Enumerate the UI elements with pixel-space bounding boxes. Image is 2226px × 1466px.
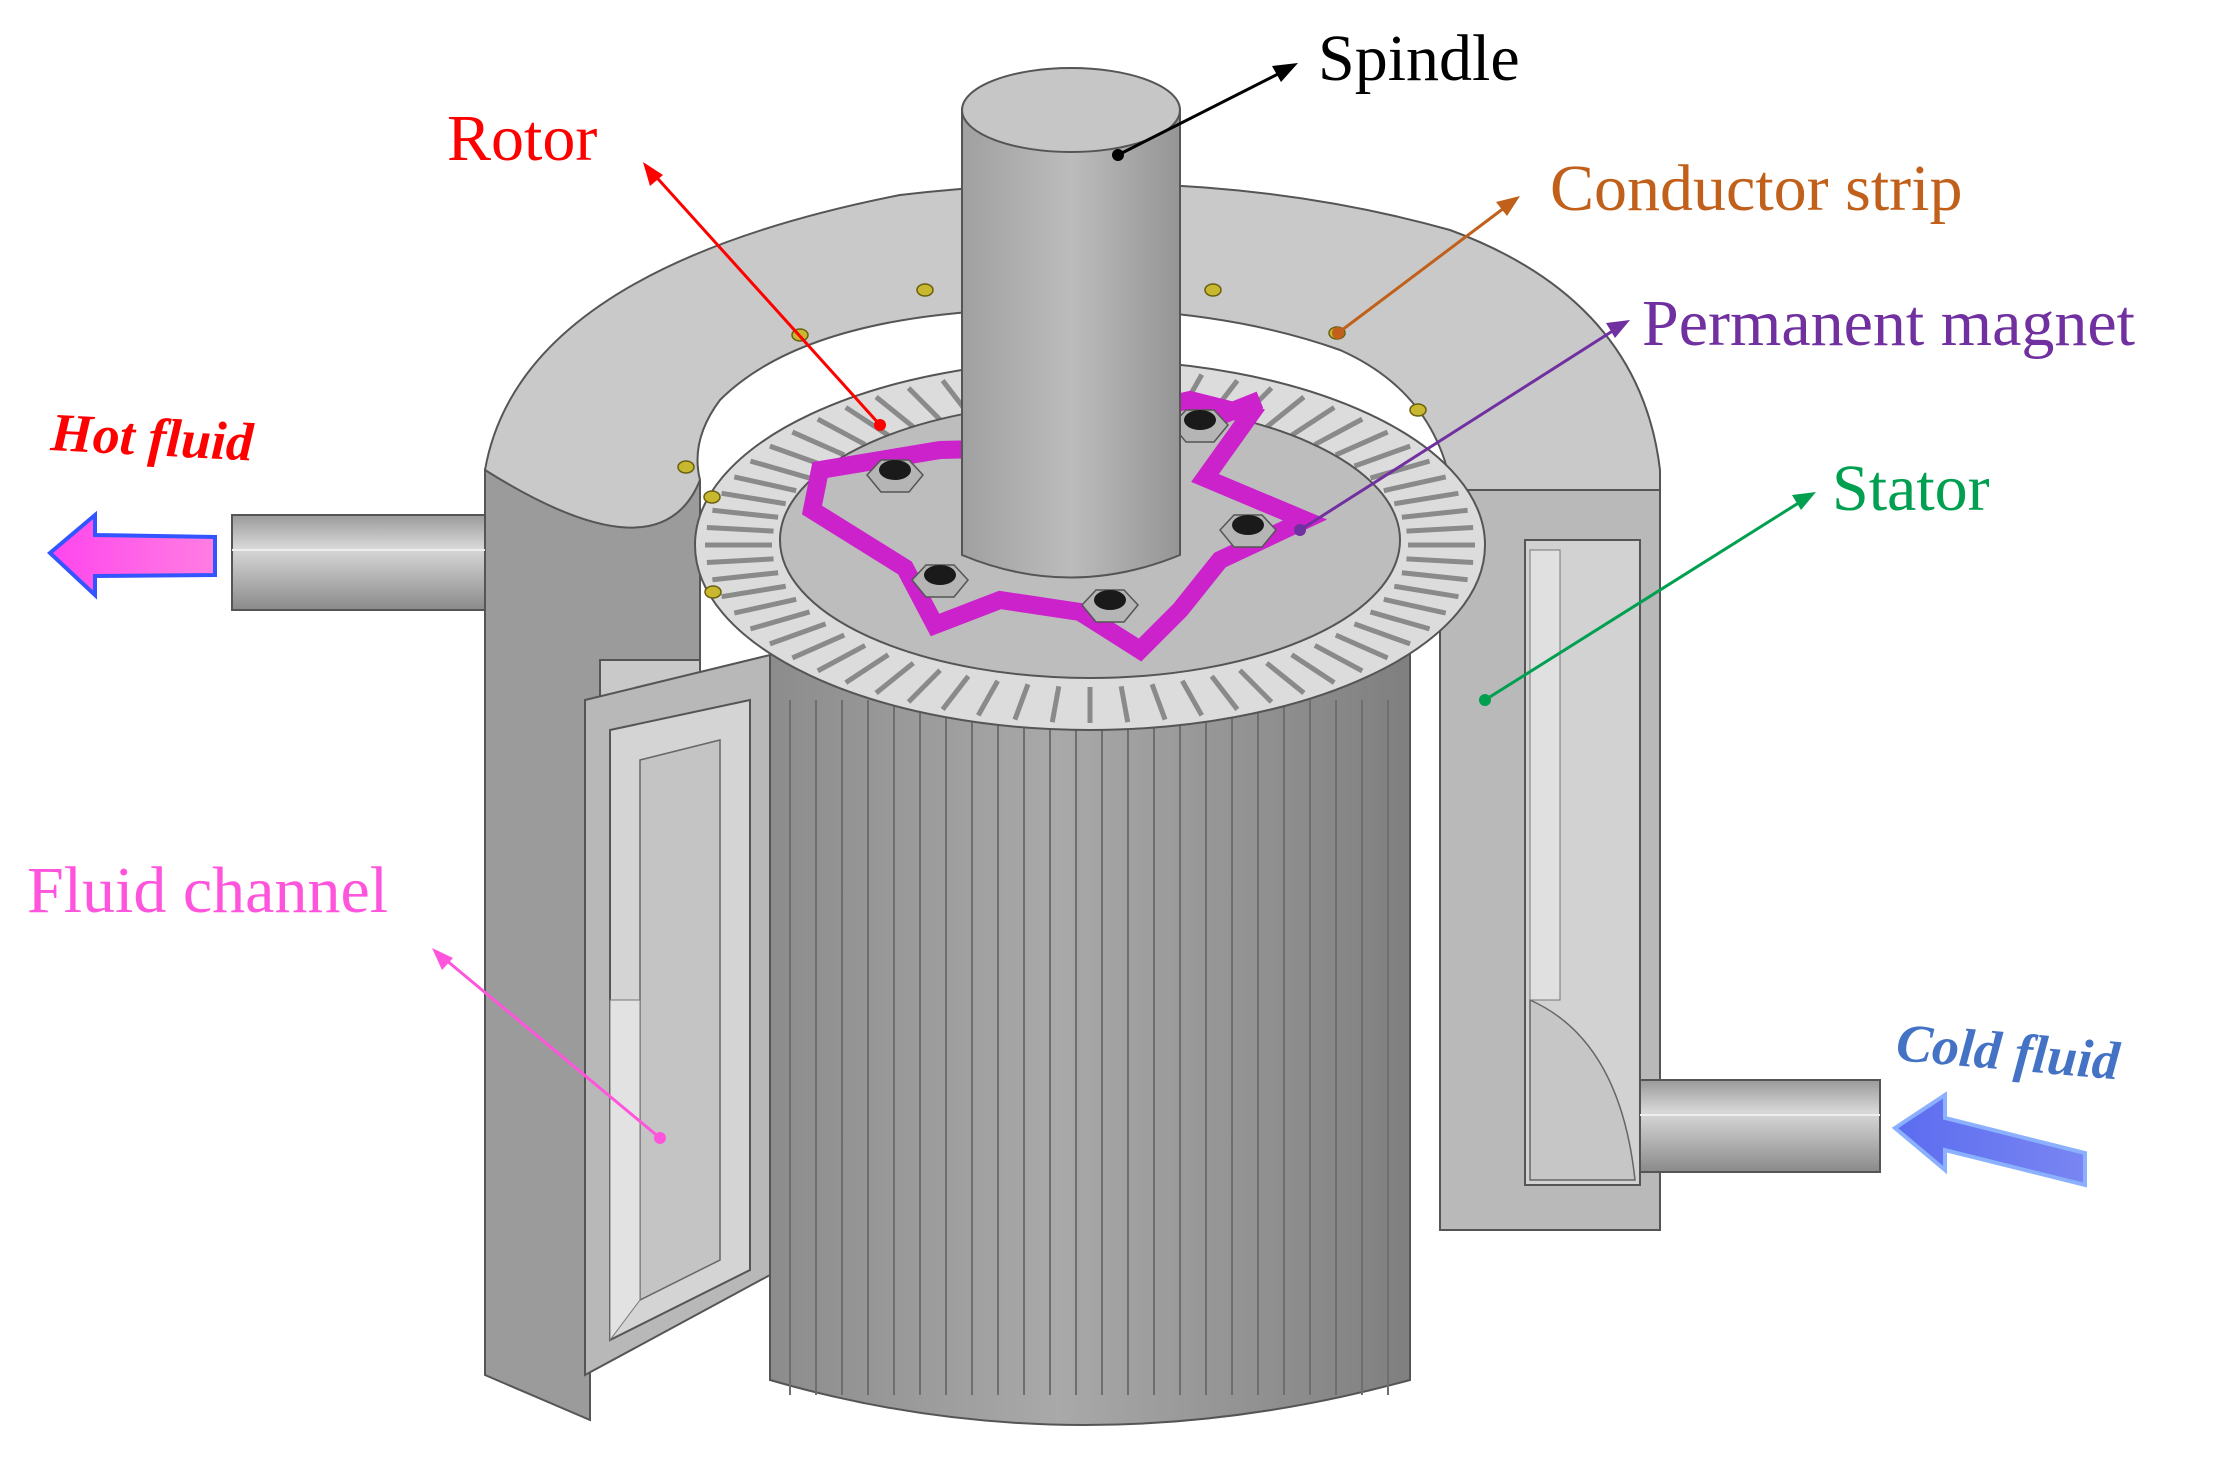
bolt-head [924,565,956,585]
stator-slot [1369,609,1431,632]
cold-fluid-label: Cold fluid [1894,1012,2123,1091]
hot-fluid-label: Hot fluid [48,402,255,473]
stator-slot [706,556,774,565]
stator-slot [749,609,811,632]
stator-slot [1313,416,1364,447]
conductor-pin [704,585,722,599]
rotor-bolts [866,409,1277,623]
left-arrow-icon [1891,1091,2087,1188]
spindle-top [961,67,1181,153]
inlet-pipe [1639,1079,1881,1173]
conductor-pin [916,283,934,297]
bolt-head [1094,590,1126,610]
spindle-leader [1117,66,1291,157]
stator-slot [1383,474,1447,494]
conductor-pin [703,490,721,504]
fluid-channel-leader [439,953,661,1140]
stator-slot [1265,395,1306,429]
stator-slot [1118,685,1131,723]
conductor-strip-label: Conductor strip [1550,152,1962,225]
permanent-magnet-leader [1299,323,1623,532]
stator-slot [1401,570,1468,583]
stator-slot [940,674,971,711]
bolt-head [1232,515,1264,535]
stator-slot [1180,679,1204,717]
rotor-label: Rotor [447,102,597,175]
fluid-channel-label: Fluid channel [27,854,388,927]
stator-slot [1406,525,1474,534]
stator-slot [769,621,827,647]
stator-slot [1265,661,1306,695]
stator-slot [1290,405,1336,438]
stator-slot [1369,458,1431,481]
stator-slot [1353,443,1411,469]
stator-slot [1313,643,1364,674]
stator-slot [906,386,942,422]
stator-slot [1149,683,1168,721]
stator-slot [874,661,915,695]
stator-slot [706,525,774,534]
stator-slot [1012,683,1031,721]
stator-slot [874,395,915,429]
stator-slot [1290,652,1336,685]
stator-slot [1334,429,1389,458]
stator-slot [791,632,846,661]
stator-slot [1393,490,1459,507]
stator-slot [1353,621,1411,647]
stator-slot [906,668,942,704]
stator-slot [791,429,846,458]
stator-slot [976,679,1000,717]
stator-slot [1393,583,1459,600]
conductor-pin [1409,403,1427,417]
stator-slot [1209,674,1240,711]
permanent-magnet-label: Permanent magnet [1642,287,2135,360]
rotor-leader [648,168,882,427]
outlet-pipe [231,514,486,611]
stator-slot [1401,507,1468,520]
stator-slot [749,458,811,481]
stator-slot [733,596,797,616]
conductor-strip-leader [1337,200,1513,335]
stator-slot [1406,556,1474,565]
stator-slot [1238,668,1274,704]
bolt-head [1184,410,1216,430]
bolt-head [879,460,911,480]
stator-leader [1484,495,1809,702]
stator-slot [721,583,787,600]
spindle [961,67,1181,579]
stator-slot [721,490,787,507]
stator-ribs [789,700,1389,1395]
stator-slot [816,416,867,447]
leader-lines [432,63,1816,1144]
stator-slot [712,570,779,583]
spindle-label: Spindle [1318,22,1520,95]
conductor-pin [677,460,695,474]
conductor-pin [1204,283,1222,297]
stator-slot [1334,632,1389,661]
stator-slot [816,643,867,674]
stator-slot [1383,596,1447,616]
left-arrow-icon [46,510,217,600]
stator-slot [733,474,797,494]
stator-slot [844,652,890,685]
stator-slot [1049,685,1062,723]
stator-slot [712,507,779,520]
stator-label: Stator [1832,452,1990,525]
